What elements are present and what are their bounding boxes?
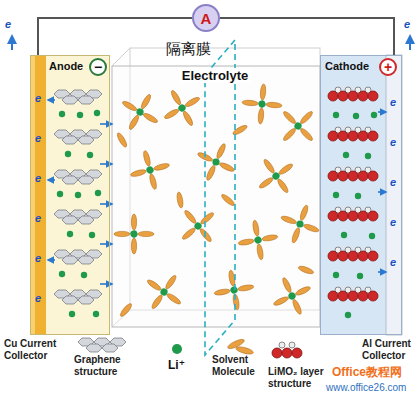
watermark: Office教程网: [332, 364, 402, 381]
electron-label: e: [35, 92, 41, 104]
electron-label: e: [390, 216, 396, 228]
ammeter-circle: A: [192, 4, 220, 32]
electron-label: e: [390, 256, 396, 268]
anode-panel-text: Anode: [49, 60, 83, 72]
legend-text: Graphene structure: [74, 354, 138, 378]
electron-label: e: [404, 18, 410, 30]
ammeter-circle-text: A: [201, 10, 212, 27]
electron-label: e: [35, 172, 41, 184]
legend-text: LiMO₂ layer structure: [268, 366, 330, 390]
electron-label: e: [35, 212, 41, 224]
cathode-panel: Cathode +: [320, 55, 402, 335]
minus-sign: −: [89, 58, 107, 76]
watermark: www.office26.com: [326, 382, 406, 393]
separator-label: 隔离膜: [166, 40, 211, 59]
electron-label: e: [390, 176, 396, 188]
electrolyte-box: Electrolyte: [112, 62, 318, 327]
electron-label: e: [35, 292, 41, 304]
electrolyte-box-text: Electrolyte: [179, 68, 251, 83]
plus-sign-text: +: [384, 60, 392, 74]
plus-sign: +: [379, 58, 397, 76]
legend-text: Solvent Molecule: [212, 354, 264, 378]
legend-text: Li⁺: [168, 358, 185, 372]
minus-sign-text: −: [94, 60, 102, 74]
collector-label: Cu Current Collector: [4, 338, 68, 362]
electron-label: e: [35, 252, 41, 264]
electron-label: e: [5, 18, 11, 30]
legend-swatch: [172, 344, 182, 354]
circuit-wire: [220, 18, 394, 55]
electron-label: e: [390, 96, 396, 108]
electron-label: e: [390, 136, 396, 148]
collector-label: Al Current Collector: [362, 338, 416, 362]
anode-panel: Anode−: [30, 55, 110, 335]
cathode-panel-text: Cathode: [325, 60, 369, 72]
electron-label: e: [35, 132, 41, 144]
